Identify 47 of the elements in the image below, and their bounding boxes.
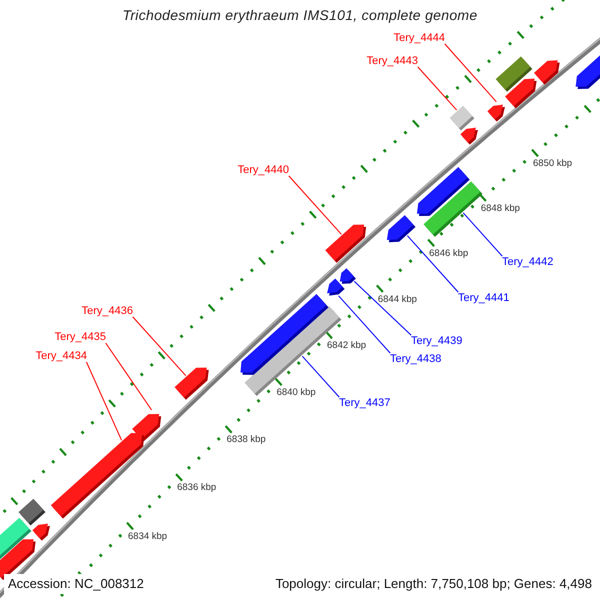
leader-line [354,280,412,336]
gene-feature [50,432,144,519]
gene-feature [32,524,50,541]
gene-label: Tery_4438 [390,353,442,365]
gene-feature [487,104,505,122]
gene-label: Tery_4439 [411,335,462,347]
leader-line [338,295,392,354]
leader-line [288,174,342,235]
scale-label: 6846 kbp [429,248,468,259]
leader-line [462,212,504,258]
gene-feature [340,268,356,284]
gene-feature [386,215,416,242]
gene-label: Tery_4443 [366,55,418,67]
gene-label: Tery_4437 [339,397,390,409]
gene-bar [496,56,532,92]
leader-line [132,316,186,376]
scale-label: 6840 kbp [276,386,316,398]
gene-feature [416,167,470,216]
gene-label: Tery_4435 [54,331,106,343]
gene-feature [174,368,209,400]
scale-label: 6850 kbp [533,158,572,169]
leader-line [416,66,458,111]
gene-label: Tery_4442 [502,256,554,268]
gene-label: Tery_4441 [458,292,510,304]
gene-label: Tery_4434 [36,350,87,362]
leader-line [104,342,152,410]
gene-bar [18,498,46,526]
scale-label: 6836 kbp [177,482,216,494]
gene-bar [450,106,474,130]
gene-label: Tery_4436 [82,305,133,317]
leader-line [86,360,122,441]
scale-label: 6844 kbp [378,294,417,305]
gene-feature [327,278,345,296]
gene-label: Tery_4444 [394,32,445,44]
gene-feature [325,224,366,263]
scale-label: 6848 kbp [480,202,520,214]
scale-label: 6842 kbp [327,340,366,351]
gene-feature [460,128,478,145]
leader-line [302,356,340,398]
gene-feature [240,294,329,375]
scale-label: 6838 kbp [226,434,266,446]
leader-line [444,42,497,102]
scale-label: 6834 kbp [128,531,168,542]
gene-feature [534,60,560,85]
gene-label: Tery_4440 [238,164,289,176]
leader-line [406,235,460,294]
diagram-title: Trichodesmium erythraeum IMS101, complete genome [122,7,478,23]
